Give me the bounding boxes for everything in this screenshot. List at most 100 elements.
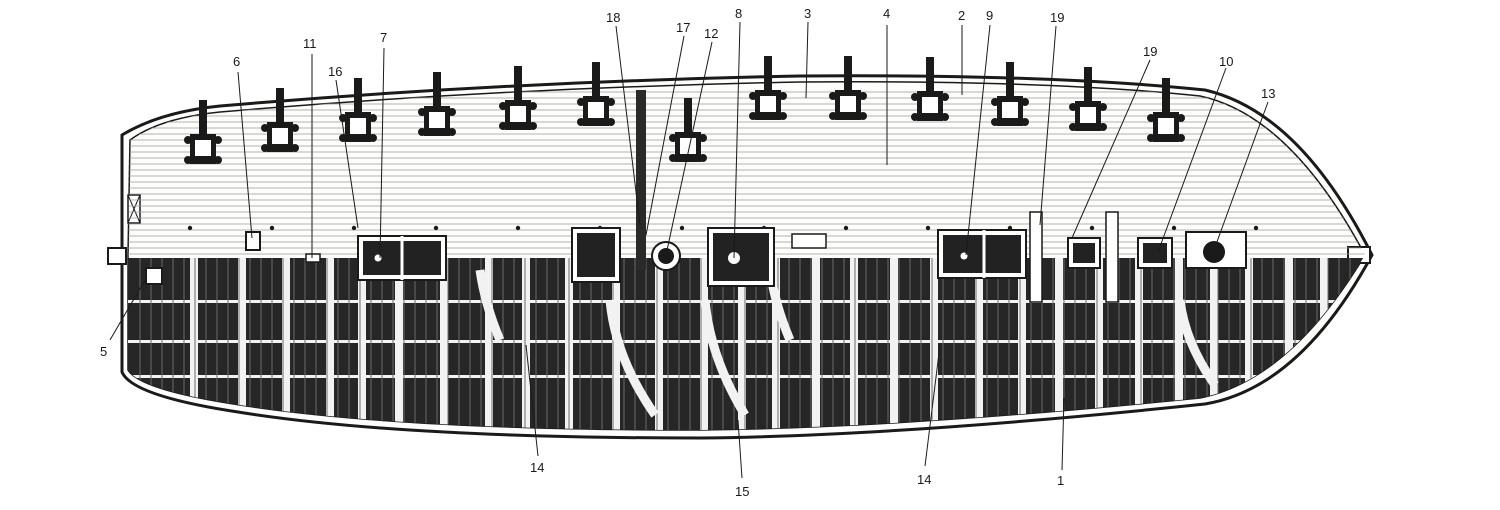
frame-rib (282, 258, 290, 431)
frame-rib (238, 258, 246, 431)
deck-planking (128, 91, 1365, 255)
callout-14-right: 14 (917, 472, 931, 487)
callout-9: 9 (986, 8, 993, 23)
cannon-wheel (941, 113, 949, 121)
cannon-wheel (529, 122, 537, 130)
deck-fitting (843, 225, 849, 231)
frame-rib (1210, 258, 1218, 431)
cannon-wheel (1177, 134, 1185, 142)
frame-rib (358, 258, 366, 431)
fitting-6 (245, 231, 261, 251)
frame-rib (890, 258, 898, 431)
cannon-carriage-gap (922, 97, 938, 113)
cannon-wheel (911, 113, 919, 121)
cannon-carriage-gap (1158, 118, 1174, 134)
cannon-wheel (369, 114, 377, 122)
frame-rib (772, 258, 780, 431)
frame-rib (1055, 258, 1063, 431)
frame-rib (700, 258, 708, 431)
callout-1: 1 (1057, 473, 1064, 488)
cannon-wheel (1021, 118, 1029, 126)
cannon-wheel (499, 122, 507, 130)
cannon-carriage-gap (510, 106, 526, 122)
cannon-wheel (669, 134, 677, 142)
frame-rib (1095, 258, 1103, 431)
frame-rib (440, 258, 448, 431)
cannon-barrel (1162, 78, 1170, 122)
callouts: 1 2 3 4 5 6 7 8 9 10 11 12 13 14 14 15 1 (100, 6, 1275, 499)
hold-framing (128, 258, 1365, 431)
cannon-barrel (514, 66, 522, 110)
cannon-barrel (926, 57, 934, 101)
hatch-19-opening (1073, 243, 1095, 263)
cannon-carriage-gap (429, 112, 445, 128)
cannon-wheel (1147, 134, 1155, 142)
cannon-wheel (991, 118, 999, 126)
cannon-barrel (764, 56, 772, 100)
cannon-barrel (1006, 62, 1014, 106)
cannon-wheel (859, 92, 867, 100)
frame-rib (1175, 258, 1183, 431)
cannon-wheel (577, 118, 585, 126)
hatch-10-opening (1143, 243, 1167, 263)
cannon-barrel (592, 62, 600, 106)
fitting-5 (145, 267, 163, 285)
frame-rib (395, 258, 403, 431)
cannon-wheel (448, 108, 456, 116)
cannon-wheel (1177, 114, 1185, 122)
callout-7: 7 (380, 30, 387, 45)
cannon-wheel (829, 92, 837, 100)
cannon-wheel (1021, 98, 1029, 106)
cannon-barrel (433, 72, 441, 116)
cannon-wheel (339, 114, 347, 122)
cannon-carriage-gap (840, 96, 856, 112)
cannon-wheel (607, 118, 615, 126)
callout-2: 2 (958, 8, 965, 23)
cannon-carriage-gap (195, 140, 211, 156)
frame-rib (1018, 258, 1026, 431)
callout-19-left: 19 (1050, 10, 1064, 25)
cannon-wheel (607, 98, 615, 106)
deck-fitting (187, 225, 193, 231)
cannon-barrel (354, 78, 362, 122)
cannon-wheel (749, 92, 757, 100)
knee-brace (1175, 299, 1219, 388)
deck-fitting (269, 225, 275, 231)
cannon-wheel (184, 156, 192, 164)
cannon-barrel (1084, 67, 1092, 111)
cannon-carriage-gap (680, 138, 696, 154)
deck-fitting (1171, 225, 1177, 231)
frame-rib (738, 258, 746, 431)
hold-stringer (128, 340, 1365, 343)
cannon-wheel (1069, 103, 1077, 111)
cannon-wheel (749, 112, 757, 120)
cannon-barrel (276, 88, 284, 132)
cannon-wheel (499, 102, 507, 110)
cannon-wheel (991, 98, 999, 106)
frame-rib (1135, 258, 1143, 431)
cannon-wheel (669, 154, 677, 162)
cannon-wheel (418, 108, 426, 116)
deck-fitting (1089, 225, 1095, 231)
cannon-wheel (1099, 123, 1107, 131)
cannon-wheel (1147, 114, 1155, 122)
capstan-13 (1203, 241, 1225, 263)
frame-rib (812, 258, 820, 431)
frame-rib (975, 258, 983, 431)
cannon-wheel (418, 128, 426, 136)
knee-brace (700, 299, 749, 418)
cannon-wheel (214, 136, 222, 144)
cannon-wheel (699, 134, 707, 142)
hold-stringer (128, 375, 1365, 378)
deck-fitting (515, 225, 521, 231)
frame-rib (850, 258, 858, 431)
callout-4: 4 (883, 6, 890, 21)
cannon-wheel (941, 93, 949, 101)
cannon-wheel (829, 112, 837, 120)
callout-13: 13 (1261, 86, 1275, 101)
callout-6: 6 (233, 54, 240, 69)
deck-fitting (925, 225, 931, 231)
deck-fitting (433, 225, 439, 231)
hold-stringer (128, 300, 1365, 303)
